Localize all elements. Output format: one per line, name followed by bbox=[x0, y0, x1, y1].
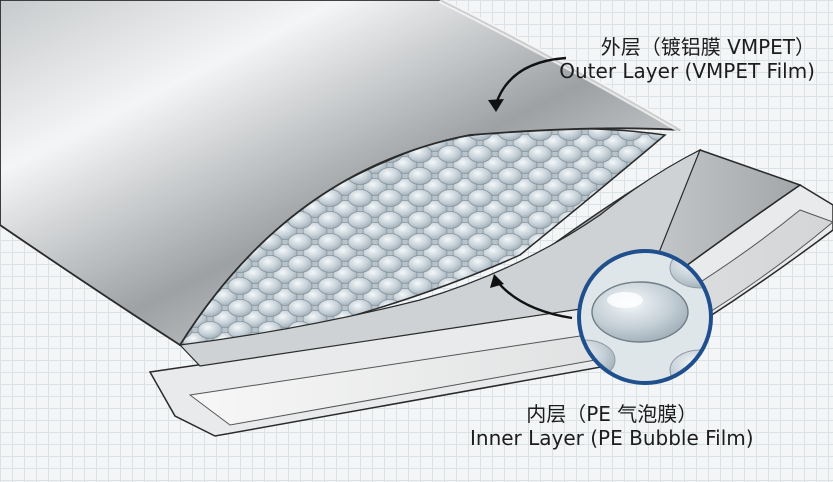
outer-layer-label-zh: 外层（镀铝膜 VMPET） bbox=[600, 35, 815, 59]
inner-layer-label-zh: 内层（PE 气泡膜） bbox=[526, 402, 698, 426]
outer-layer-arrow bbox=[488, 56, 567, 112]
mailer-top-seam bbox=[438, 0, 682, 133]
outer-layer-label-en: Outer Layer (VMPET Film) bbox=[559, 58, 815, 83]
inner-layer-callout: 内层（PE 气泡膜） Inner Layer (PE Bubble Film) bbox=[470, 402, 754, 450]
outer-layer-callout: 外层（镀铝膜 VMPET） Outer Layer (VMPET Film) bbox=[559, 35, 815, 83]
mailer-lower-lip bbox=[178, 148, 702, 367]
inner-layer-arrow bbox=[490, 274, 573, 320]
inner-layer-label-en: Inner Layer (PE Bubble Film) bbox=[470, 425, 754, 450]
